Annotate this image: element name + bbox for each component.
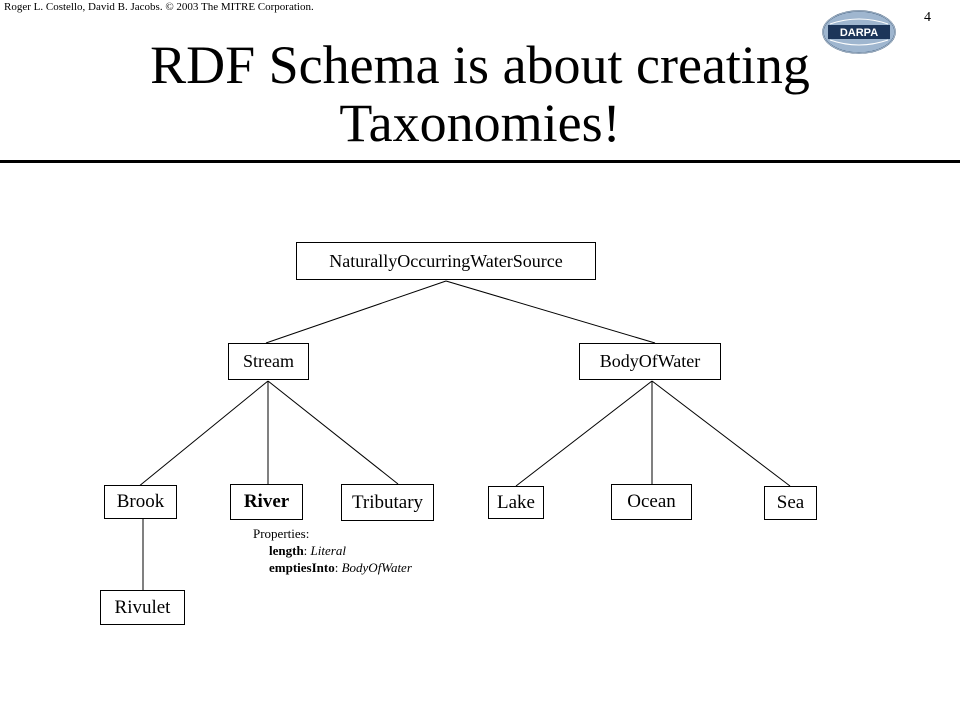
edge-bodyofwater-sea xyxy=(651,380,791,487)
darpa-logo: DARPA xyxy=(822,10,896,54)
edge-root-bodyofwater xyxy=(445,280,656,344)
node-tributary: Tributary xyxy=(341,484,434,521)
title-line-1: RDF Schema is about creating xyxy=(150,35,810,95)
edge-bodyofwater-lake xyxy=(515,380,653,487)
node-ocean: Ocean xyxy=(611,484,692,520)
node-brook: Brook xyxy=(104,485,177,519)
page-number: 4 xyxy=(924,10,931,25)
node-naturally-occurring-water-source: NaturallyOccurringWaterSource xyxy=(296,242,596,280)
property-type: BodyOfWater xyxy=(341,560,412,575)
node-sea: Sea xyxy=(764,486,817,520)
property-empties-into: emptiesInto: BodyOfWater xyxy=(253,559,412,576)
title-divider xyxy=(0,160,960,163)
property-length: length: Literal xyxy=(253,542,412,559)
node-stream: Stream xyxy=(228,343,309,380)
node-river: River xyxy=(230,484,303,520)
author-credit: Roger L. Costello, David B. Jacobs. © 20… xyxy=(4,1,314,13)
edge-root-stream xyxy=(265,280,447,344)
edge-stream-tributary xyxy=(267,380,399,485)
node-rivulet: Rivulet xyxy=(100,590,185,625)
logo-text: DARPA xyxy=(840,27,878,39)
river-properties: Properties: length: Literal emptiesInto:… xyxy=(253,525,412,576)
property-separator: : xyxy=(303,543,311,558)
node-body-of-water: BodyOfWater xyxy=(579,343,721,380)
slide-title: RDF Schema is about creating Taxonomies! xyxy=(0,36,960,152)
property-separator: : xyxy=(334,560,342,575)
properties-heading: Properties: xyxy=(253,526,310,541)
property-name: emptiesInto xyxy=(269,560,335,575)
title-line-2: Taxonomies! xyxy=(339,93,621,153)
edge-stream-brook xyxy=(137,380,269,488)
node-lake: Lake xyxy=(488,486,544,519)
property-name: length xyxy=(269,543,304,558)
property-type: Literal xyxy=(310,543,346,558)
